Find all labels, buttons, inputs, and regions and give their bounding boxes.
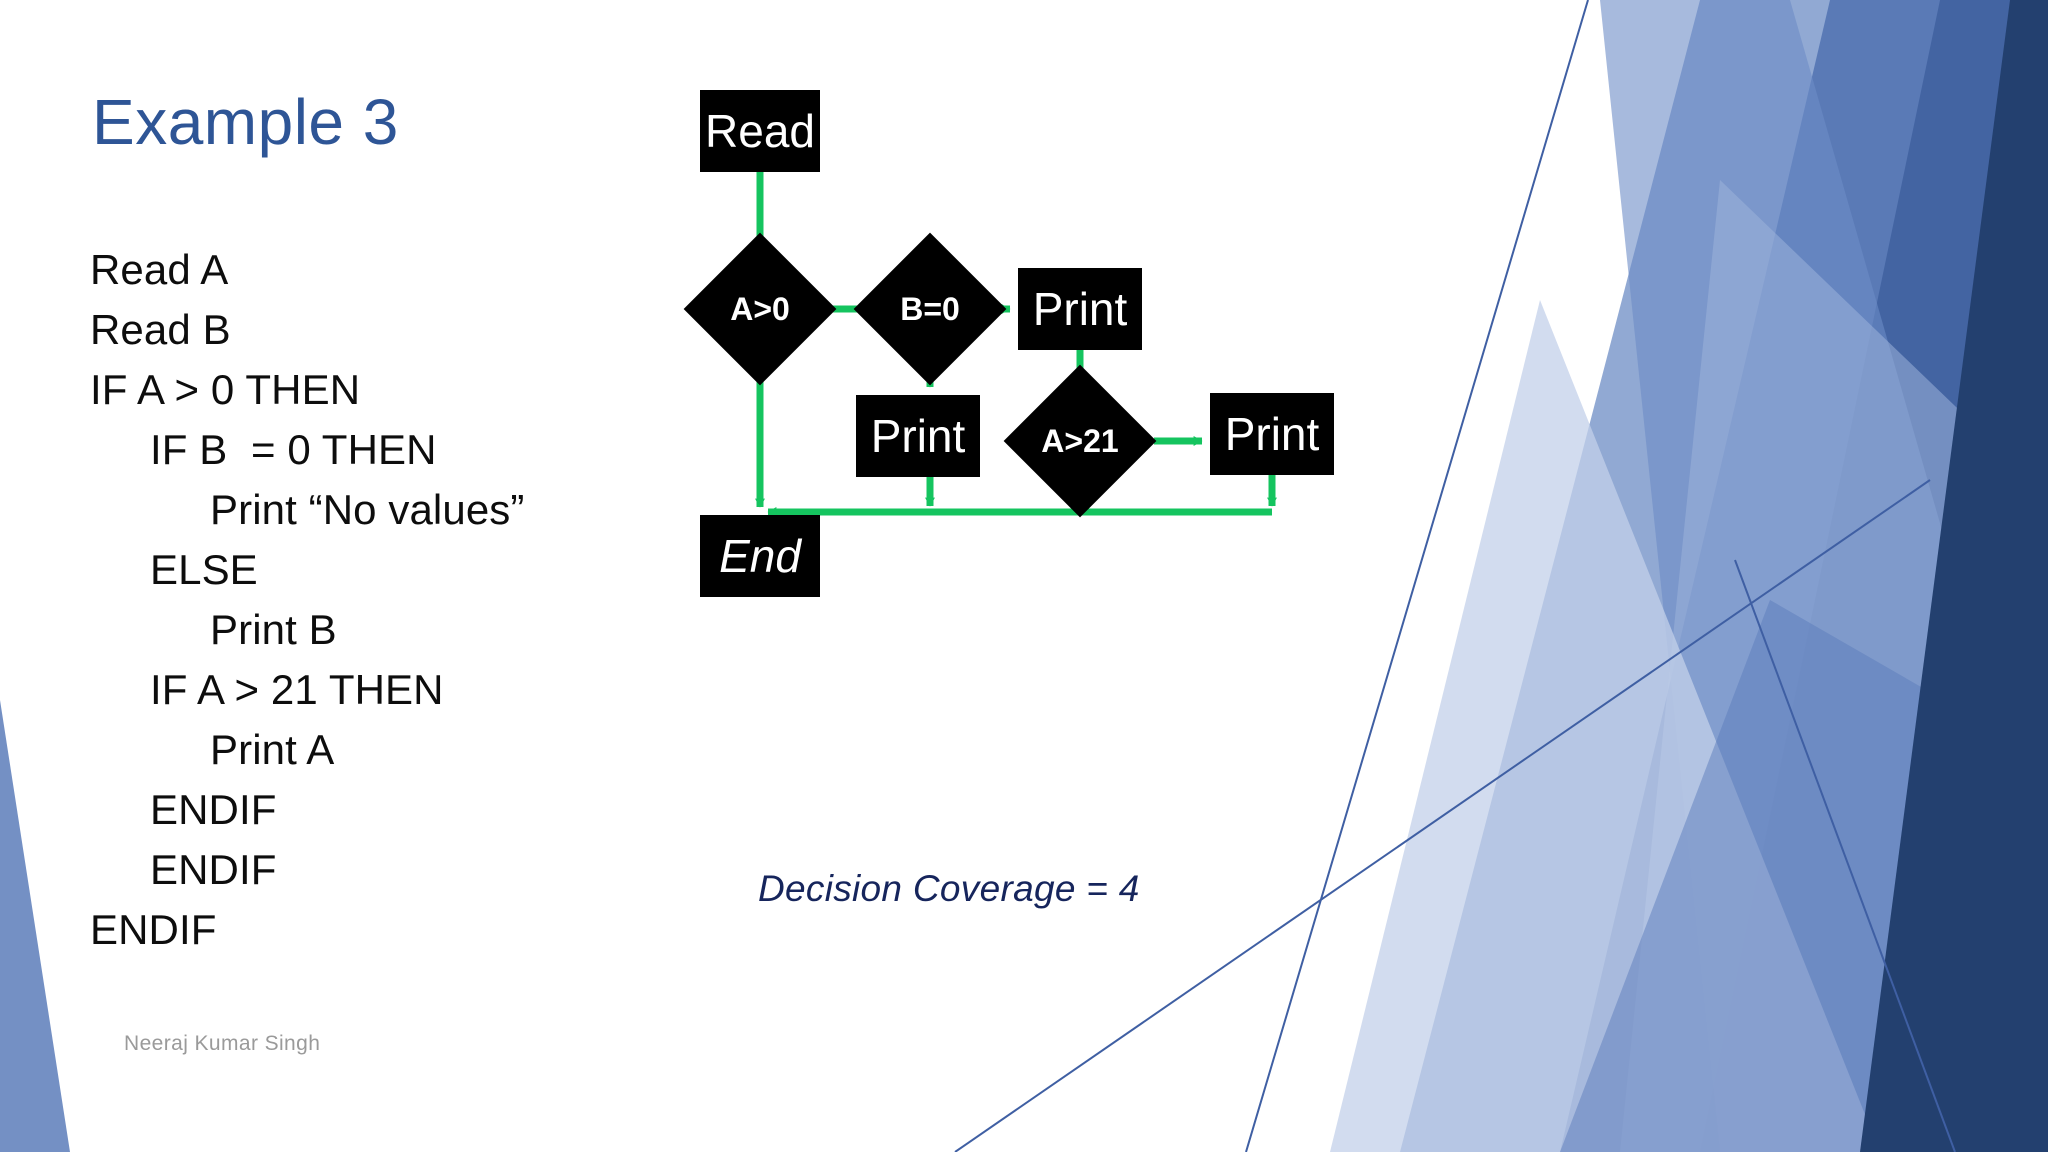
flow-node-label: Read: [705, 105, 815, 157]
flow-node-read[interactable]: Read: [700, 90, 820, 172]
flow-node-a-gt-0[interactable]: A>0: [683, 232, 837, 386]
code-line: ENDIF: [150, 786, 277, 833]
background-shape-right-8: [1560, 600, 2048, 1152]
flow-node-label: End: [719, 530, 801, 582]
flow-node-label: Print: [1224, 408, 1320, 460]
flow-node-print-1[interactable]: Print: [1018, 268, 1142, 350]
code-line: ELSE: [150, 546, 258, 593]
background-shape-right-4: [1560, 0, 2048, 1152]
flow-node-print-3[interactable]: Print: [1210, 393, 1334, 475]
background-shape-left-wedge: [0, 700, 70, 1152]
pseudocode-listing: Read A Read B IF A > 0 THEN IF B = 0 THE…: [90, 240, 730, 960]
flow-node-a-gt-21[interactable]: A>21: [1003, 364, 1157, 518]
code-line: Print A: [210, 726, 335, 773]
flow-node-label: A>0: [730, 290, 790, 327]
background-shape-right-5: [1600, 0, 2048, 1152]
flow-node-print-2[interactable]: Print: [856, 395, 980, 477]
flow-node-label: Print: [870, 410, 966, 462]
flow-node-label: A>21: [1041, 422, 1119, 459]
page-title: Example 3: [92, 86, 399, 158]
code-line: Print B: [210, 606, 337, 653]
background-shape-right-3: [1700, 0, 2048, 1152]
code-line: IF B = 0 THEN: [150, 426, 437, 473]
code-line: IF A > 0 THEN: [90, 366, 361, 413]
decision-coverage-caption: Decision Coverage = 4: [758, 868, 1140, 909]
flow-node-label: Print: [1032, 283, 1128, 335]
background-hairline-3: [1734, 559, 1956, 1152]
code-line: ENDIF: [150, 846, 277, 893]
background-shape-right-9: [1860, 0, 2048, 1152]
author-credit: Neeraj Kumar Singh: [124, 1032, 321, 1055]
code-line: IF A > 21 THEN: [150, 666, 444, 713]
code-line: ENDIF: [90, 906, 217, 953]
flow-node-end[interactable]: End: [700, 515, 820, 597]
flowchart-diagram: Read A>0 B=0 Print Print A>21 Print: [683, 60, 1520, 720]
flow-node-label: B=0: [900, 290, 960, 327]
flow-node-b-eq-0[interactable]: B=0: [853, 232, 1007, 386]
background-shape-right-6: [1620, 180, 2048, 1152]
code-line: Print “No values”: [210, 486, 525, 533]
code-line: Read B: [90, 306, 231, 353]
code-line: Read A: [90, 246, 229, 293]
